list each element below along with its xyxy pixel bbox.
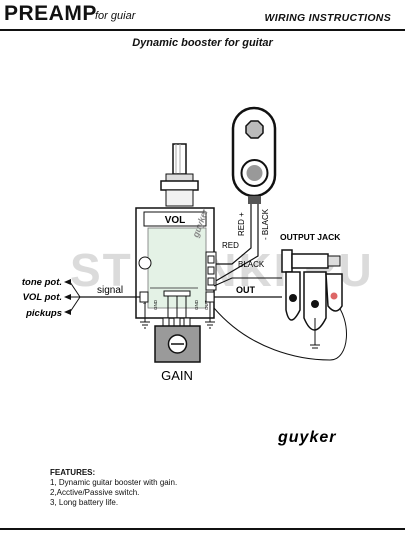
pcb-out-label: OUT	[204, 300, 209, 310]
board-grounds	[140, 302, 215, 329]
battery-red-label: RED +	[237, 212, 246, 236]
feature-item: 2,Acctive/Passive switch.	[50, 488, 140, 497]
header: PREAMP for guiar WIRING INSTRUCTIONS	[0, 0, 405, 30]
gain-pot	[154, 296, 201, 363]
red-battery-wire	[214, 204, 252, 265]
guyker-logo: guyker	[277, 429, 336, 446]
jack-ground-wire-top	[213, 277, 282, 287]
gain-label: GAIN	[161, 368, 193, 383]
red-wire-label: RED	[222, 241, 239, 250]
features-title: FEATURES:	[50, 468, 96, 477]
tone-pot-label: tone pot.	[22, 277, 62, 288]
pcb-gnd-label-left: GND	[153, 299, 158, 310]
black-wire-label: BLACK	[238, 260, 265, 269]
battery-clip	[231, 106, 277, 204]
pcb-gnd-label-right: GND	[194, 299, 199, 310]
diagram-subtitle: Dynamic booster for guitar	[132, 37, 273, 49]
pickups-label: pickups	[25, 308, 62, 319]
feature-item: 3, Long battery life.	[50, 498, 119, 507]
output-jack	[281, 249, 343, 349]
black-battery-wire	[213, 204, 259, 283]
brand-title: PREAMP	[4, 2, 97, 25]
battery-black-label: - BLACK	[261, 208, 270, 240]
features-section: FEATURES: 1, Dynamic guitar booster with…	[50, 468, 177, 508]
out-wire-label: OUT	[236, 285, 256, 295]
jack-ground-wire-loop	[213, 301, 347, 361]
header-rule	[0, 29, 405, 31]
vol-label: VOL	[165, 215, 186, 226]
signal-leads	[64, 279, 140, 315]
vol-pot-label: VOL pot.	[23, 292, 62, 303]
footer-rule	[0, 528, 405, 530]
feature-item: 1, Dynamic guitar booster with gain.	[50, 478, 178, 487]
vol-pot-shaft	[160, 143, 199, 207]
signal-label: signal	[97, 285, 123, 296]
pcb-board: VOL IN GND GND OUT guyker	[135, 207, 217, 319]
wiring-instructions-title: WIRING INSTRUCTIONS	[264, 12, 391, 24]
wiring-diagram: STRUNKI.RU RED + - BLACK RED BLACK VOL I…	[22, 106, 372, 446]
brand-subtitle: for guiar	[95, 10, 136, 22]
output-jack-label: OUTPUT JACK	[280, 232, 341, 242]
